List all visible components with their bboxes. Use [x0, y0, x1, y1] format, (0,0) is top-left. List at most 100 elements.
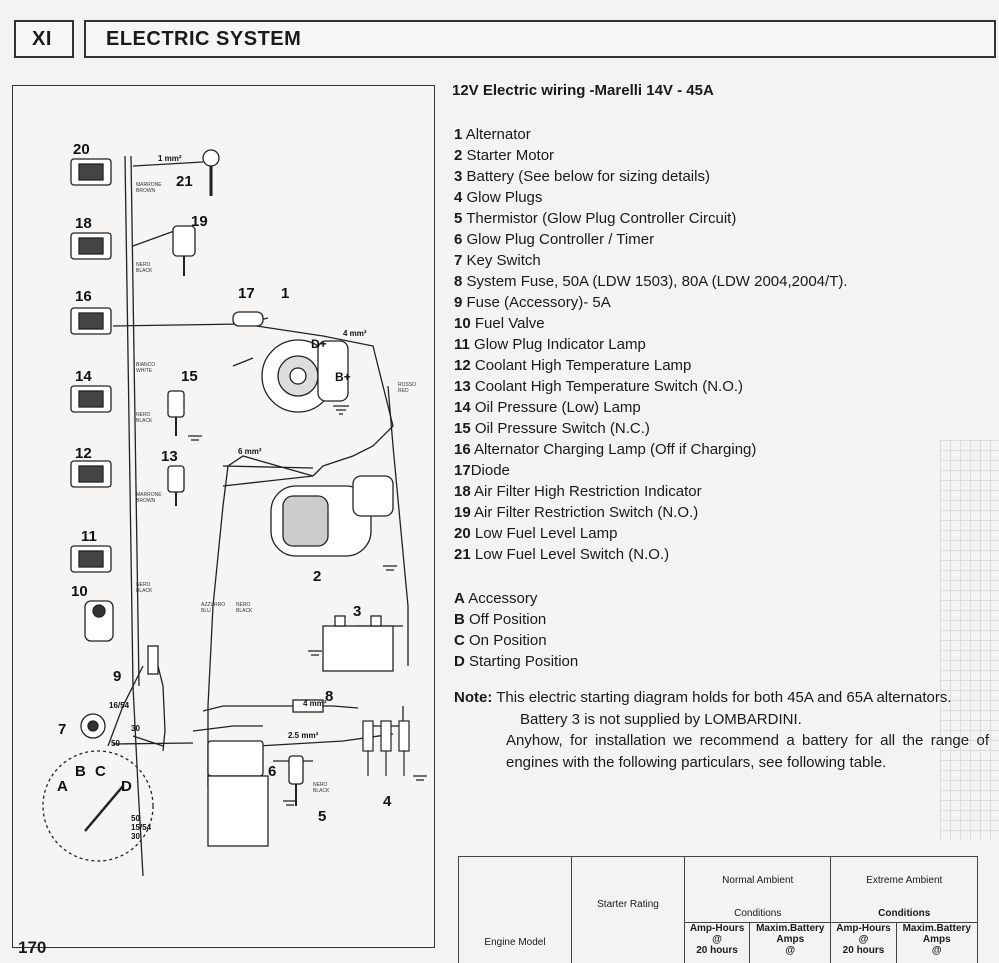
legend-item: 20 Low Fuel Level Lamp — [454, 523, 848, 544]
th-normal-ambient: Normal Ambient — [683, 856, 832, 905]
svg-text:BIANCO: BIANCO — [136, 362, 155, 368]
legend-number: 8 — [454, 273, 463, 290]
svg-text:BROWN: BROWN — [136, 188, 156, 194]
legend-text: Coolant High Temperature Switch (N.O.) — [474, 378, 744, 395]
label-30: 30 — [131, 724, 140, 733]
label-A: A — [57, 778, 68, 795]
label-15: 15 — [181, 368, 198, 385]
key-position-letter: D — [454, 653, 465, 670]
svg-text:BLU: BLU — [201, 608, 211, 614]
label-50: 50 — [111, 739, 120, 748]
legend-item: 16 Alternator Charging Lamp (Off if Char… — [454, 439, 848, 460]
svg-text:BLACK: BLACK — [313, 788, 330, 794]
svg-text:RED: RED — [398, 388, 409, 394]
wiring-diagram-svg: 20 21 18 19 16 17 1 14 15 12 13 11 10 2 … — [42, 141, 427, 877]
label-C: C — [95, 763, 106, 780]
note-block: Note: This electric starting diagram hol… — [454, 687, 989, 773]
th-extreme-conditions: Conditions — [830, 904, 978, 923]
svg-text:BLACK: BLACK — [136, 418, 153, 424]
legend-text: Diode — [470, 462, 510, 479]
legend-item: 18 Air Filter High Restriction Indicator — [454, 481, 848, 502]
key-position-item: D Starting Position — [454, 651, 578, 672]
svg-text:MARRONE: MARRONE — [136, 182, 162, 188]
legend-text: Starter Motor — [466, 147, 555, 164]
legend-text: Low Fuel Level Switch (N.O.) — [474, 546, 670, 563]
th-engine-model: Engine Model — [458, 856, 572, 963]
th-normal-amp-hours: Amp-Hours@20 hours — [683, 922, 751, 963]
th-extreme-ambient: Extreme Ambient — [830, 856, 978, 905]
legend-number: 19 — [454, 504, 471, 521]
label-dplus: D+ — [311, 337, 327, 351]
label-4: 4 — [383, 793, 392, 810]
legend-item: 13 Coolant High Temperature Switch (N.O.… — [454, 376, 848, 397]
label-key-50: 50 — [131, 814, 140, 823]
label-21: 21 — [176, 173, 193, 190]
legend-text: Oil Pressure Switch (N.C.) — [474, 420, 650, 437]
legend-item: 15 Oil Pressure Switch (N.C.) — [454, 418, 848, 439]
legend-text: Glow Plug Indicator Lamp — [474, 336, 646, 353]
legend-item: 11 Glow Plug Indicator Lamp — [454, 334, 848, 355]
background-grid — [940, 440, 999, 840]
legend-item: 8 System Fuse, 50A (LDW 1503), 80A (LDW … — [454, 271, 848, 292]
svg-text:BROWN: BROWN — [136, 498, 156, 504]
wire-size-6mm: 6 mm² — [238, 447, 262, 456]
label-16-54: 16/54 — [109, 701, 130, 710]
legend-text: Oil Pressure (Low) Lamp — [474, 399, 641, 416]
legend-number: 9 — [454, 294, 463, 311]
legend-item: 3 Battery (See below for sizing details) — [454, 166, 848, 187]
label-17: 17 — [238, 285, 255, 302]
legend-text: Low Fuel Level Lamp — [474, 525, 618, 542]
legend-text: Glow Plugs — [466, 189, 543, 206]
key-position-text: Off Position — [469, 611, 547, 628]
label-7: 7 — [58, 721, 66, 738]
legend-text: Air Filter High Restriction Indicator — [474, 483, 702, 500]
legend-text: Fuse (Accessory)- 5A — [466, 294, 611, 311]
svg-text:WHITE: WHITE — [136, 368, 153, 374]
key-position-item: A Accessory — [454, 588, 578, 609]
label-20: 20 — [73, 141, 90, 158]
legend-item: 4 Glow Plugs — [454, 187, 848, 208]
wire-size-4mm: 4 mm² — [343, 329, 367, 338]
legend-number: 13 — [454, 378, 471, 395]
section-title-box: ELECTRIC SYSTEM — [84, 20, 996, 58]
legend-number: 16 — [454, 441, 471, 458]
legend-number: 3 — [454, 168, 463, 185]
label-6: 6 — [268, 763, 276, 780]
label-2: 2 — [313, 568, 321, 585]
legend-item: 1 Alternator — [454, 124, 848, 145]
legend-number: 15 — [454, 420, 471, 437]
legend-number: 2 — [454, 147, 463, 164]
legend-item: 7 Key Switch — [454, 250, 848, 271]
svg-text:BLACK: BLACK — [136, 588, 153, 594]
legend-text: Thermistor (Glow Plug Controller Circuit… — [466, 210, 737, 227]
th-normal-conditions: Conditions — [683, 904, 832, 923]
label-B: B — [75, 763, 86, 780]
svg-text:NERO: NERO — [136, 582, 151, 588]
label-18: 18 — [75, 215, 92, 232]
legend-text: Fuel Valve — [474, 315, 545, 332]
legend-item: 12 Coolant High Temperature Lamp — [454, 355, 848, 376]
legend-text: Air Filter Restriction Switch (N.O.) — [474, 504, 699, 521]
legend-item: 5 Thermistor (Glow Plug Controller Circu… — [454, 208, 848, 229]
label-9: 9 — [113, 668, 121, 685]
legend-item: 21 Low Fuel Level Switch (N.O.) — [454, 544, 848, 565]
component-legend: 1 Alternator 2 Starter Motor 3 Battery (Se… — [454, 124, 848, 565]
legend-item: 10 Fuel Valve — [454, 313, 848, 334]
legend-number: 5 — [454, 210, 463, 227]
legend-number: 14 — [454, 399, 471, 416]
key-position-item: C On Position — [454, 630, 578, 651]
label-1: 1 — [281, 285, 289, 302]
note-line-2: Battery 3 is not supplied by LOMBARDINI. — [520, 710, 802, 728]
label-11: 11 — [81, 528, 97, 545]
legend-number: 20 — [454, 525, 471, 542]
legend-item: 6 Glow Plug Controller / Timer — [454, 229, 848, 250]
legend-item: 14 Oil Pressure (Low) Lamp — [454, 397, 848, 418]
wiring-diagram: 20 21 18 19 16 17 1 14 15 12 13 11 10 2 … — [12, 85, 435, 948]
note-line-1: This electric starting diagram holds for… — [496, 689, 952, 706]
note-label: Note — [454, 689, 488, 706]
page-title: 12V Electric wiring -Marelli 14V - 45A — [452, 82, 714, 99]
svg-text:NERO: NERO — [136, 412, 151, 418]
